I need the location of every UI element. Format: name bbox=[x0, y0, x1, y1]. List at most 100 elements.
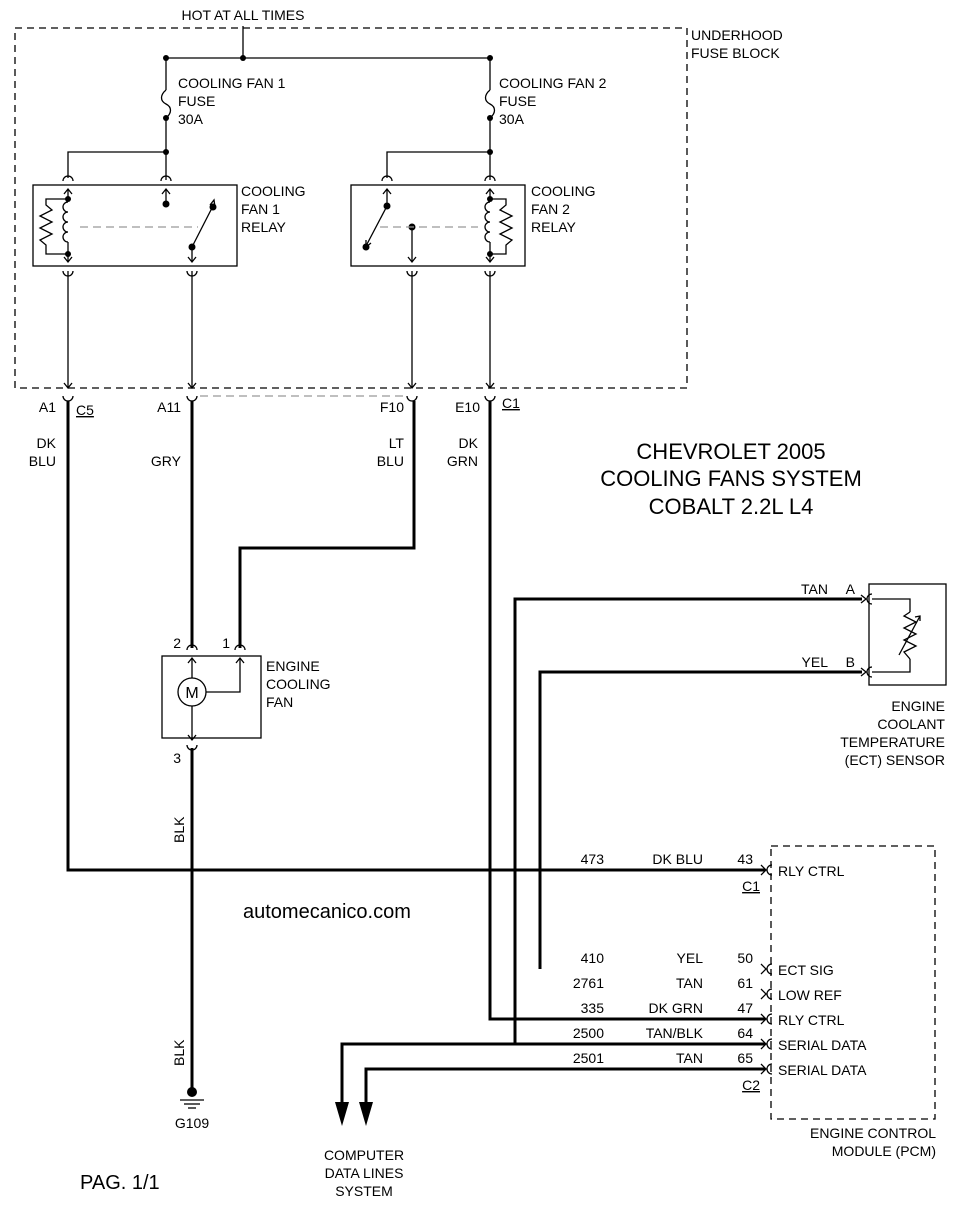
pcm-pin-connector bbox=[760, 1038, 773, 1050]
ground-label: G109 bbox=[175, 1115, 209, 1131]
fan-label-1: ENGINE bbox=[266, 658, 320, 674]
relay-output-wires bbox=[63, 271, 495, 389]
wire-e10-color-2: GRN bbox=[447, 453, 478, 469]
pcm-pin-connector bbox=[760, 963, 773, 975]
engine-control-module: ENGINE CONTROL MODULE (PCM) C1 C2 473 DK … bbox=[573, 845, 936, 1159]
pcm-pin-number: 43 bbox=[737, 851, 753, 867]
pcm-pin-connector bbox=[760, 864, 773, 876]
pcm-pin-number: 65 bbox=[737, 1050, 753, 1066]
harness-wires bbox=[66, 401, 765, 1090]
pcm-pin-function: SERIAL DATA bbox=[778, 1062, 867, 1078]
pcm-connector-c1: C1 bbox=[742, 878, 760, 894]
pcm-connector-c2: C2 bbox=[742, 1077, 760, 1093]
ect-label-2: COOLANT bbox=[877, 716, 945, 732]
pcm-wire-color: DK BLU bbox=[652, 851, 703, 867]
pcm-label-2: MODULE (PCM) bbox=[832, 1143, 936, 1159]
fan-label-3: FAN bbox=[266, 694, 293, 710]
power-feed: HOT AT ALL TIMES bbox=[163, 7, 493, 61]
pin-e10-label: E10 bbox=[455, 399, 480, 415]
pcm-wire-color: YEL bbox=[677, 950, 704, 966]
fuse-1-label-2: FUSE bbox=[178, 93, 215, 109]
pcm-wire-color: TAN bbox=[676, 975, 703, 991]
watermark: automecanico.com bbox=[243, 901, 411, 923]
pcm-pin-number: 64 bbox=[737, 1025, 753, 1041]
ect-pin-a: A bbox=[846, 581, 856, 597]
pin-f10-label: F10 bbox=[380, 399, 404, 415]
relay-1-label-1: COOLING bbox=[241, 183, 306, 199]
pcm-circuit-number: 2761 bbox=[573, 975, 604, 991]
pcm-circuit-number: 2500 bbox=[573, 1025, 604, 1041]
fuse-2-label-3: 30A bbox=[499, 111, 525, 127]
ect-label-4: (ECT) SENSOR bbox=[845, 752, 945, 768]
wire-e10-color-1: DK bbox=[459, 435, 479, 451]
ect-label-3: TEMPERATURE bbox=[840, 734, 945, 750]
pin-a1-label: A1 bbox=[39, 399, 56, 415]
fuse-block-connectors: A1 C5 A11 F10 E10 C1 bbox=[39, 395, 520, 418]
relay-2-label-3: RELAY bbox=[531, 219, 577, 235]
pcm-pin-function: LOW REF bbox=[778, 987, 842, 1003]
relay-1-label-2: FAN 1 bbox=[241, 201, 280, 217]
pcm-pin-connector bbox=[760, 988, 773, 1000]
pin-a11-label: A11 bbox=[157, 399, 181, 415]
hot-at-all-times-label: HOT AT ALL TIMES bbox=[182, 7, 305, 23]
ect-wire-a-color: TAN bbox=[801, 581, 828, 597]
fan-label-2: COOLING bbox=[266, 676, 331, 692]
cooling-fan-2-relay: COOLING FAN 2 RELAY bbox=[350, 175, 596, 277]
wire-a1-color-2: BLU bbox=[29, 453, 56, 469]
ect-wire-b-color: YEL bbox=[802, 654, 829, 670]
pcm-pin-function: SERIAL DATA bbox=[778, 1037, 867, 1053]
fuse-block-label-2: FUSE BLOCK bbox=[691, 45, 780, 61]
serial-data-wires: COMPUTER DATA LINES SYSTEM bbox=[324, 1042, 765, 1199]
wire-blk-lower: BLK bbox=[171, 1039, 187, 1066]
ect-sensor: TAN A YEL B ENGINE COOLANT TEMPERATURE (… bbox=[513, 581, 947, 1044]
diagram-title: CHEVROLET 2005 COOLING FANS SYSTEM COBAL… bbox=[600, 439, 862, 519]
title-line-2: COOLING FANS SYSTEM bbox=[600, 466, 862, 491]
connector-c5-label: C5 bbox=[76, 402, 94, 418]
title-line-1: CHEVROLET 2005 bbox=[636, 439, 825, 464]
fan-pin-3: 3 bbox=[173, 750, 181, 766]
ect-pin-b: B bbox=[846, 654, 855, 670]
ect-label-1: ENGINE bbox=[891, 698, 945, 714]
fuse-2-label-2: FUSE bbox=[499, 93, 536, 109]
pcm-pin-function: ECT SIG bbox=[778, 962, 834, 978]
relay-2-label-1: COOLING bbox=[531, 183, 596, 199]
relay-2-label-2: FAN 2 bbox=[531, 201, 570, 217]
pcm-circuit-number: 410 bbox=[581, 950, 605, 966]
relay-1-feed bbox=[67, 149, 169, 180]
wire-a11-color: GRY bbox=[151, 453, 182, 469]
cooling-fan-1-relay: COOLING FAN 1 RELAY bbox=[32, 175, 306, 277]
wire-blk-upper: BLK bbox=[171, 816, 187, 843]
pcm-circuit-number: 473 bbox=[581, 851, 605, 867]
page-number: PAG. 1/1 bbox=[80, 1172, 160, 1194]
cooling-fan-1-fuse: COOLING FAN 1 FUSE 30A bbox=[160, 58, 286, 152]
fuse-2-label-1: COOLING FAN 2 bbox=[499, 75, 607, 91]
data-lines-label-3: SYSTEM bbox=[335, 1183, 393, 1199]
data-lines-label-1: COMPUTER bbox=[324, 1147, 404, 1163]
pcm-wire-color: TAN bbox=[676, 1050, 703, 1066]
pcm-wire-color: TAN/BLK bbox=[646, 1025, 704, 1041]
wire-color-labels: DK BLU GRY LT BLU DK GRN bbox=[29, 435, 479, 469]
data-lines-label-2: DATA LINES bbox=[325, 1165, 404, 1181]
fan-pin-2: 2 bbox=[173, 635, 181, 651]
pcm-wire-color: DK GRN bbox=[649, 1000, 703, 1016]
pcm-pin-function: RLY CTRL bbox=[778, 863, 845, 879]
pcm-pin-number: 61 bbox=[737, 975, 753, 991]
fuse-block-label-1: UNDERHOOD bbox=[691, 27, 783, 43]
pcm-label-1: ENGINE CONTROL bbox=[810, 1125, 936, 1141]
wire-f10-color-1: LT bbox=[389, 435, 405, 451]
pcm-pin-connector bbox=[760, 1063, 773, 1075]
relay-1-label-3: RELAY bbox=[241, 219, 287, 235]
pcm-circuit-number: 335 bbox=[581, 1000, 605, 1016]
fan-pin-1: 1 bbox=[222, 635, 230, 651]
pcm-circuit-number: 2501 bbox=[573, 1050, 604, 1066]
connector-c1-label: C1 bbox=[502, 395, 520, 411]
cooling-fan-2-fuse: COOLING FAN 2 FUSE 30A bbox=[484, 58, 607, 152]
underhood-fuse-block: UNDERHOOD FUSE BLOCK bbox=[14, 27, 783, 389]
wire-a1-color-1: DK bbox=[37, 435, 57, 451]
pcm-pin-function: RLY CTRL bbox=[778, 1012, 845, 1028]
pcm-pin-number: 50 bbox=[737, 950, 753, 966]
title-line-3: COBALT 2.2L L4 bbox=[649, 494, 814, 519]
fuse-1-label-3: 30A bbox=[178, 111, 204, 127]
